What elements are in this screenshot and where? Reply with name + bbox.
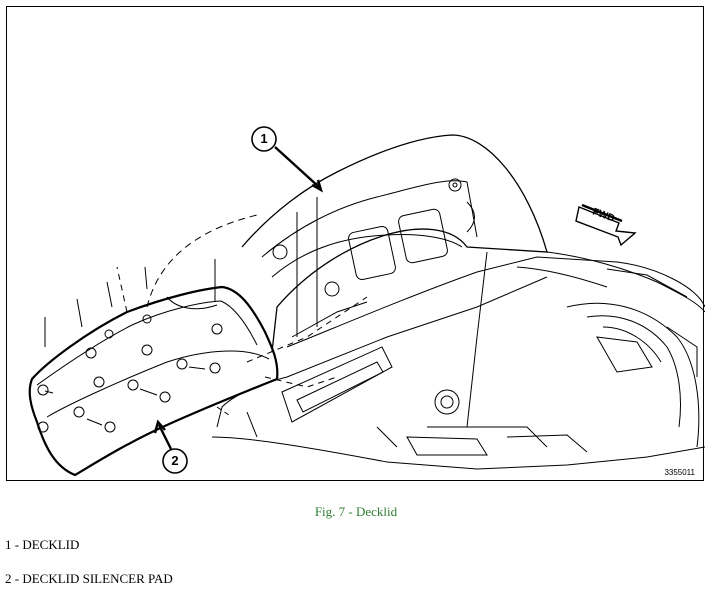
legend-item-silencer-pad: 2 - DECKLID SILENCER PAD [5,571,173,586]
callout-2-label: 2 [171,453,179,468]
decklid-line-art [28,126,705,477]
callout-1-label: 1 [260,131,268,146]
figure-caption: Fig. 7 - Decklid [314,504,398,519]
figure-illustration: 1 2 FWD 3355011 [6,6,705,481]
figure-id: 3355011 [664,468,695,477]
legend-item-decklid: 1 - DECKLID [5,537,80,552]
